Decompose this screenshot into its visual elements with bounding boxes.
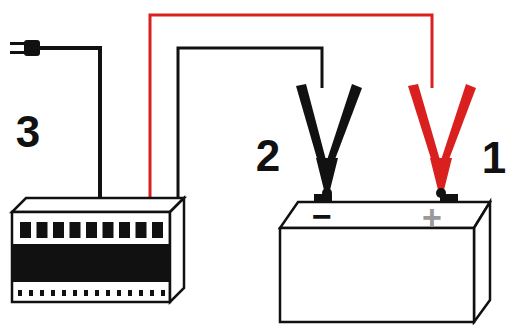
callout-number: 3	[16, 110, 40, 154]
vent-dot	[128, 290, 132, 296]
negative-wire	[178, 48, 322, 198]
vent-dot	[84, 290, 88, 296]
mains-cord	[40, 48, 100, 198]
callout-number: 2	[256, 134, 280, 178]
positive-clamp	[408, 84, 476, 198]
vent-dot	[95, 290, 99, 296]
vent-slot	[136, 222, 147, 238]
vent-dot	[150, 290, 154, 296]
vent-dot	[29, 290, 33, 296]
vent-slot	[86, 222, 97, 238]
vent-slot	[70, 222, 81, 238]
charger-unit	[12, 198, 184, 302]
vent-dot	[40, 290, 44, 296]
vent-slot	[152, 222, 163, 238]
vent-slot	[37, 222, 48, 238]
polarity-sign: −	[312, 199, 332, 233]
polarity-sign: +	[422, 200, 442, 234]
vent-dot	[73, 290, 77, 296]
vent-dot	[161, 290, 165, 296]
vent-dot	[139, 290, 143, 296]
vent-dot	[51, 290, 55, 296]
negative-clamp	[296, 84, 362, 198]
vent-slot	[20, 222, 31, 238]
vent-dot	[106, 290, 110, 296]
vent-dot	[117, 290, 121, 296]
positive-wire	[150, 15, 432, 198]
vent-dot	[18, 290, 22, 296]
callout-number: 1	[482, 136, 506, 180]
battery	[280, 202, 490, 322]
vent-dot	[62, 290, 66, 296]
vent-slot	[53, 222, 64, 238]
mains-plug	[10, 40, 40, 56]
vent-slot	[119, 222, 130, 238]
vent-slot	[103, 222, 114, 238]
